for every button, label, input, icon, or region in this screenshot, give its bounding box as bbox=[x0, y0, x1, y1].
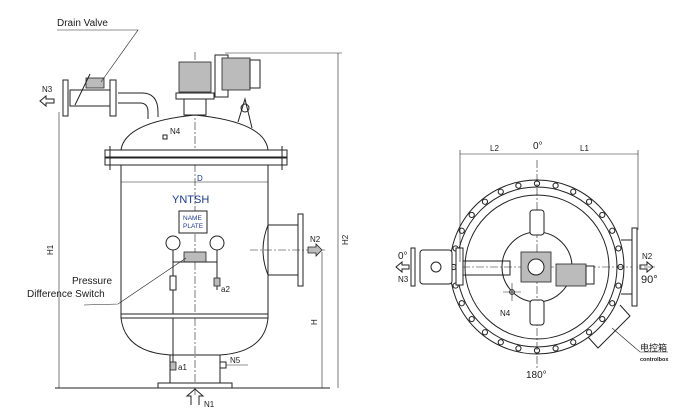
n5-port bbox=[219, 361, 227, 369]
pressure-difference-switch bbox=[183, 251, 207, 263]
shell bbox=[464, 194, 610, 340]
bolt-hole bbox=[585, 198, 593, 205]
drain-valve-leader bbox=[57, 29, 139, 83]
n2-label: N2 bbox=[310, 235, 321, 244]
angle-left-label: 0° bbox=[398, 251, 408, 262]
bottom-support bbox=[529, 299, 545, 326]
top-flange-lower bbox=[104, 157, 288, 166]
bolt-hole bbox=[615, 282, 622, 289]
pressure-switch-label-2: Difference Switch bbox=[27, 289, 105, 300]
bottom-dome bbox=[120, 317, 269, 356]
dim-l2-label: L2 bbox=[490, 144, 499, 153]
name-plate-text-2: PLATE bbox=[183, 223, 204, 230]
control-box-leader bbox=[611, 327, 668, 353]
bolt-hole bbox=[599, 315, 606, 323]
dim-d-label: D bbox=[197, 174, 203, 183]
n2-label-top: N2 bbox=[642, 252, 653, 261]
bolt-hole bbox=[585, 329, 593, 336]
angle-top-label: 0° bbox=[533, 141, 543, 152]
bolt-hole bbox=[468, 211, 475, 219]
drain-valve-top-icon bbox=[419, 249, 453, 285]
drain-flange-left bbox=[62, 79, 69, 117]
n4-label-front: N4 bbox=[170, 127, 181, 136]
n1-inlet-arrow-icon bbox=[185, 388, 205, 405]
bolt-hole bbox=[615, 245, 622, 252]
top-view: 0° N3 N2 90° N4 L2 L1 0° 180° 电控箱 contro… bbox=[395, 141, 669, 381]
angle-right-label: 90° bbox=[641, 274, 658, 286]
model-label: YNTSH bbox=[172, 194, 209, 206]
drain-pipe bbox=[118, 92, 159, 119]
bottom-band bbox=[120, 313, 269, 319]
bolt-hole bbox=[599, 211, 606, 219]
n2-arrow-top-icon bbox=[639, 260, 654, 274]
top-flange-upper bbox=[104, 149, 288, 158]
name-plate-text-1: NAME bbox=[183, 215, 202, 222]
dim-h2-label: H2 bbox=[341, 234, 350, 245]
bolt-hole bbox=[497, 188, 504, 195]
bolt-hole bbox=[515, 345, 522, 352]
pressure-gauge-left-icon bbox=[165, 235, 181, 251]
bolt-hole bbox=[552, 182, 559, 189]
n2-outlet-arrow-icon bbox=[307, 243, 323, 257]
gearbox-icon bbox=[178, 61, 212, 93]
bolt-hole bbox=[533, 347, 541, 354]
pressure-switch-leader bbox=[83, 257, 187, 306]
n4-port bbox=[162, 134, 168, 140]
n3-label-top: N3 bbox=[398, 275, 409, 284]
bolt-hole bbox=[552, 345, 559, 352]
pressure-gauge-right-icon bbox=[209, 235, 225, 251]
bolt-hole bbox=[609, 227, 616, 234]
n3-label-front: N3 bbox=[42, 85, 53, 94]
bolt-hole bbox=[515, 182, 522, 189]
dim-l1-label: L1 bbox=[580, 144, 589, 153]
name-plate bbox=[178, 210, 208, 234]
bolt-hole bbox=[570, 339, 577, 346]
motor-icon bbox=[221, 57, 251, 91]
bolt-hole bbox=[497, 339, 504, 346]
pressure-switch-label-1: Pressure bbox=[72, 276, 112, 287]
bolt-hole bbox=[468, 315, 475, 323]
control-box bbox=[587, 304, 631, 349]
motor-top-icon bbox=[555, 263, 587, 287]
n3-arrow-top-icon bbox=[395, 260, 410, 274]
bolt-hole bbox=[481, 329, 489, 336]
n3-outlet-arrow-icon bbox=[39, 94, 55, 108]
n5-label: N5 bbox=[230, 356, 241, 365]
bolt-hole bbox=[458, 300, 465, 307]
base-plate bbox=[157, 382, 233, 389]
dim-h1-label: H1 bbox=[46, 244, 55, 255]
drain-flange-right bbox=[109, 79, 117, 117]
front-view: D YNTSH NAME PLATE a2 a1 Pressure Differ… bbox=[27, 18, 350, 409]
n1-label: N1 bbox=[204, 400, 215, 409]
motor-neck bbox=[183, 97, 207, 116]
top-support bbox=[529, 209, 545, 236]
control-box-label-cn: 电控箱 bbox=[640, 342, 667, 353]
control-box-label-en: controlbox bbox=[640, 357, 669, 363]
dim-h-label: H bbox=[310, 319, 319, 325]
n4-label-top: N4 bbox=[500, 309, 511, 318]
top-dome bbox=[120, 114, 269, 151]
n2-flange-top bbox=[631, 227, 638, 307]
lifting-lug bbox=[240, 103, 250, 113]
drain-valve-label: Drain Valve bbox=[57, 18, 108, 29]
bolt-hole bbox=[617, 263, 624, 271]
bolt-hole bbox=[458, 227, 465, 234]
bolt-hole bbox=[570, 188, 577, 195]
a2-label: a2 bbox=[221, 285, 230, 294]
angle-bottom-label: 180° bbox=[526, 370, 547, 381]
bolt-hole bbox=[533, 180, 541, 187]
bolt-hole bbox=[481, 198, 489, 205]
bolt-hole bbox=[609, 300, 616, 307]
a1-label: a1 bbox=[178, 363, 187, 372]
